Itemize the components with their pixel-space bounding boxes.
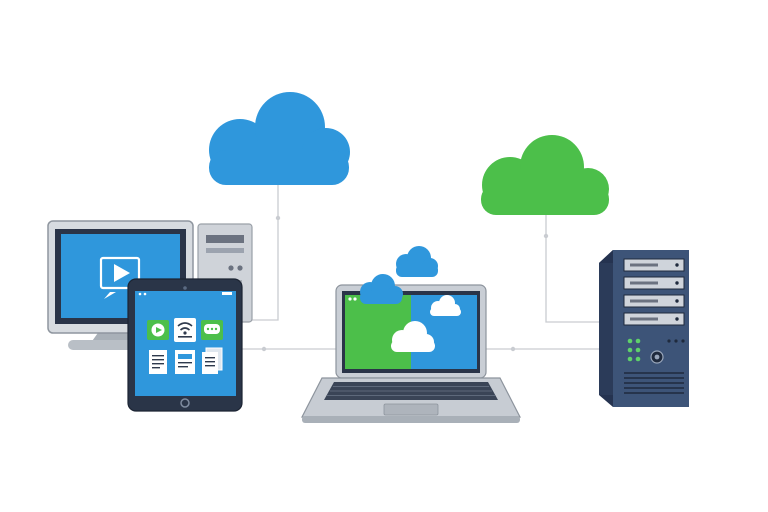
form-icon	[175, 350, 195, 374]
wifi-icon	[174, 318, 196, 342]
cloud-blue-left	[209, 92, 350, 185]
touchpad	[383, 403, 439, 416]
document-icon	[149, 350, 167, 374]
server-vent	[624, 372, 684, 394]
laptop	[301, 284, 521, 423]
power-icon	[650, 350, 664, 364]
connector-blue-cloud-to-desktop	[248, 185, 279, 321]
drive-bays	[623, 258, 685, 326]
keyboard	[327, 386, 495, 396]
cloud-small-laptop-top	[396, 246, 438, 277]
files-icon	[202, 347, 223, 374]
server-tower	[599, 250, 689, 407]
connector-nodes	[261, 215, 549, 352]
chat-icon	[201, 320, 223, 340]
connector-green-cloud-to-server	[545, 212, 600, 323]
cloud-small-laptop-left	[360, 274, 403, 304]
cloud-icon	[391, 321, 435, 352]
connector-node	[543, 233, 549, 239]
status-leds	[627, 338, 641, 362]
connectors	[242, 185, 600, 350]
connector-node	[275, 215, 281, 221]
connector-node	[510, 346, 516, 352]
video-icon	[147, 320, 169, 340]
play-icon	[99, 256, 141, 299]
cloud-icon-small	[430, 295, 461, 316]
connector-node	[261, 346, 267, 352]
tablet	[127, 278, 243, 412]
cloud-green-right	[481, 135, 609, 215]
